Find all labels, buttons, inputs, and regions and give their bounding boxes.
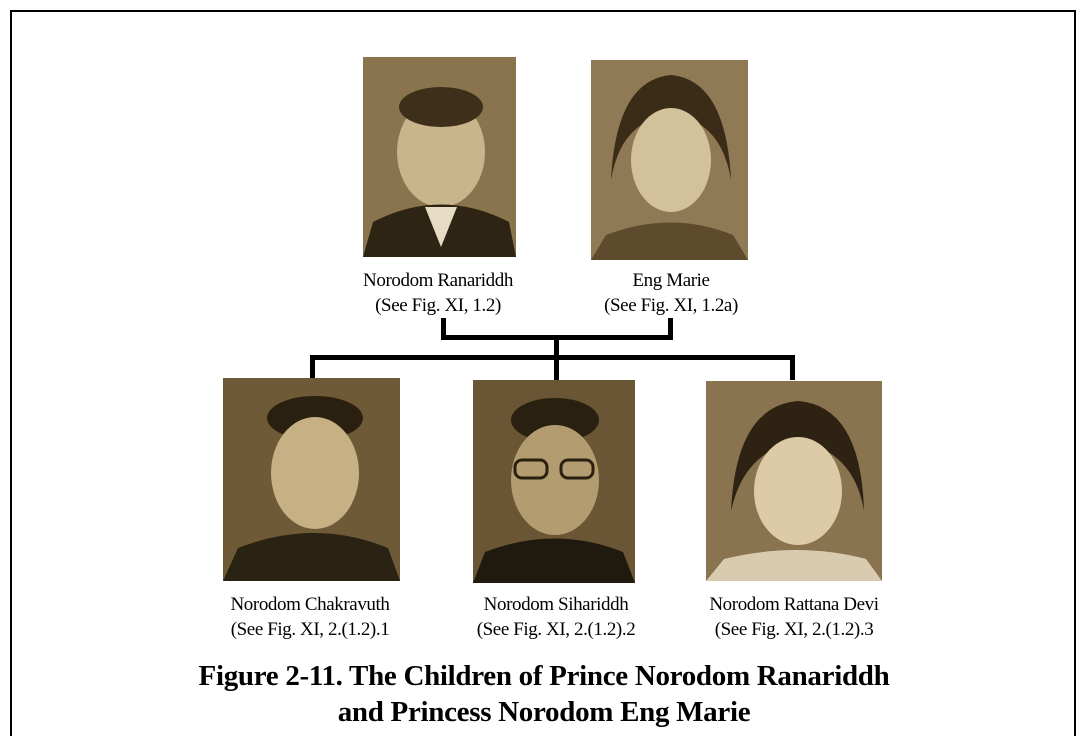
person-name: Norodom Sihariddh xyxy=(483,594,629,615)
photo-norodom-chakravuth xyxy=(223,378,400,581)
person-name: Norodom Chakravuth xyxy=(230,594,390,615)
caption-norodom-rattana-devi: Norodom Rattana Devi (See Fig. XI, 2.(1.… xyxy=(676,592,912,642)
connector-children-bar xyxy=(310,355,795,360)
figure-caption-line-1: Figure 2-11. The Children of Prince Noro… xyxy=(198,660,890,692)
caption-norodom-chakravuth: Norodom Chakravuth (See Fig. XI, 2.(1.2)… xyxy=(192,592,428,642)
connector-parent-right xyxy=(668,318,673,338)
figure-caption-line-2: and Princess Norodom Eng Marie xyxy=(337,696,751,728)
figure-frame xyxy=(10,10,1076,736)
connector-parent-left xyxy=(441,318,446,338)
person-name: Eng Marie xyxy=(632,270,710,291)
caption-eng-marie: Eng Marie (See Fig. XI, 1.2a) xyxy=(563,268,779,318)
connector-descent xyxy=(554,338,559,358)
connector-child-1 xyxy=(310,358,315,380)
photo-eng-marie xyxy=(591,60,748,260)
figure-reference: (See Fig. XI, 2.(1.2).3 xyxy=(714,619,874,640)
figure-reference: (See Fig. XI, 1.2a) xyxy=(604,295,738,316)
figure-reference: (See Fig. XI, 1.2) xyxy=(375,295,501,316)
photo-norodom-rattana-devi xyxy=(706,381,882,581)
connector-child-3 xyxy=(790,358,795,380)
figure-caption: Figure 2-11. The Children of Prince Noro… xyxy=(0,658,1088,730)
figure-reference: (See Fig. XI, 2.(1.2).2 xyxy=(476,619,636,640)
caption-norodom-ranariddh: Norodom Ranariddh (See Fig. XI, 1.2) xyxy=(330,268,546,318)
connector-marriage-bar xyxy=(441,335,673,340)
connector-child-2 xyxy=(554,358,559,380)
photo-norodom-ranariddh xyxy=(363,57,516,257)
caption-norodom-sihariddh: Norodom Sihariddh (See Fig. XI, 2.(1.2).… xyxy=(438,592,674,642)
photo-norodom-sihariddh xyxy=(473,380,635,583)
person-name: Norodom Rattana Devi xyxy=(709,594,879,615)
person-name: Norodom Ranariddh xyxy=(363,270,513,291)
figure-reference: (See Fig. XI, 2.(1.2).1 xyxy=(230,619,390,640)
